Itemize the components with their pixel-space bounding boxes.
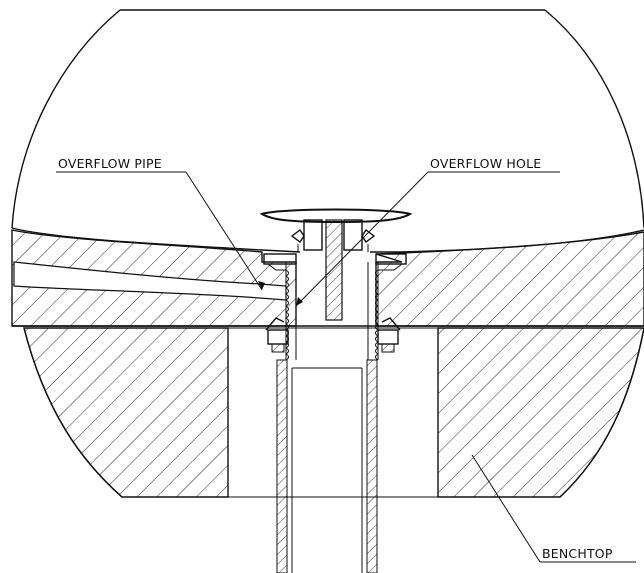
waste-flange <box>263 253 407 271</box>
waste-pipe <box>276 359 378 573</box>
popup-plug <box>259 208 413 321</box>
leader-lines <box>56 171 636 563</box>
label-overflow-hole: OVERFLOW HOLE <box>430 156 541 171</box>
locknut <box>265 317 401 353</box>
label-benchtop: BENCHTOP <box>542 546 613 561</box>
benchtop-right <box>437 327 644 498</box>
benchtop-left <box>23 327 229 498</box>
arrow-head <box>258 281 265 290</box>
benchtop-cutout <box>227 327 439 498</box>
label-overflow-pipe: OVERFLOW PIPE <box>58 156 162 171</box>
basin-section-right <box>375 231 644 327</box>
arrow-head <box>296 297 303 306</box>
